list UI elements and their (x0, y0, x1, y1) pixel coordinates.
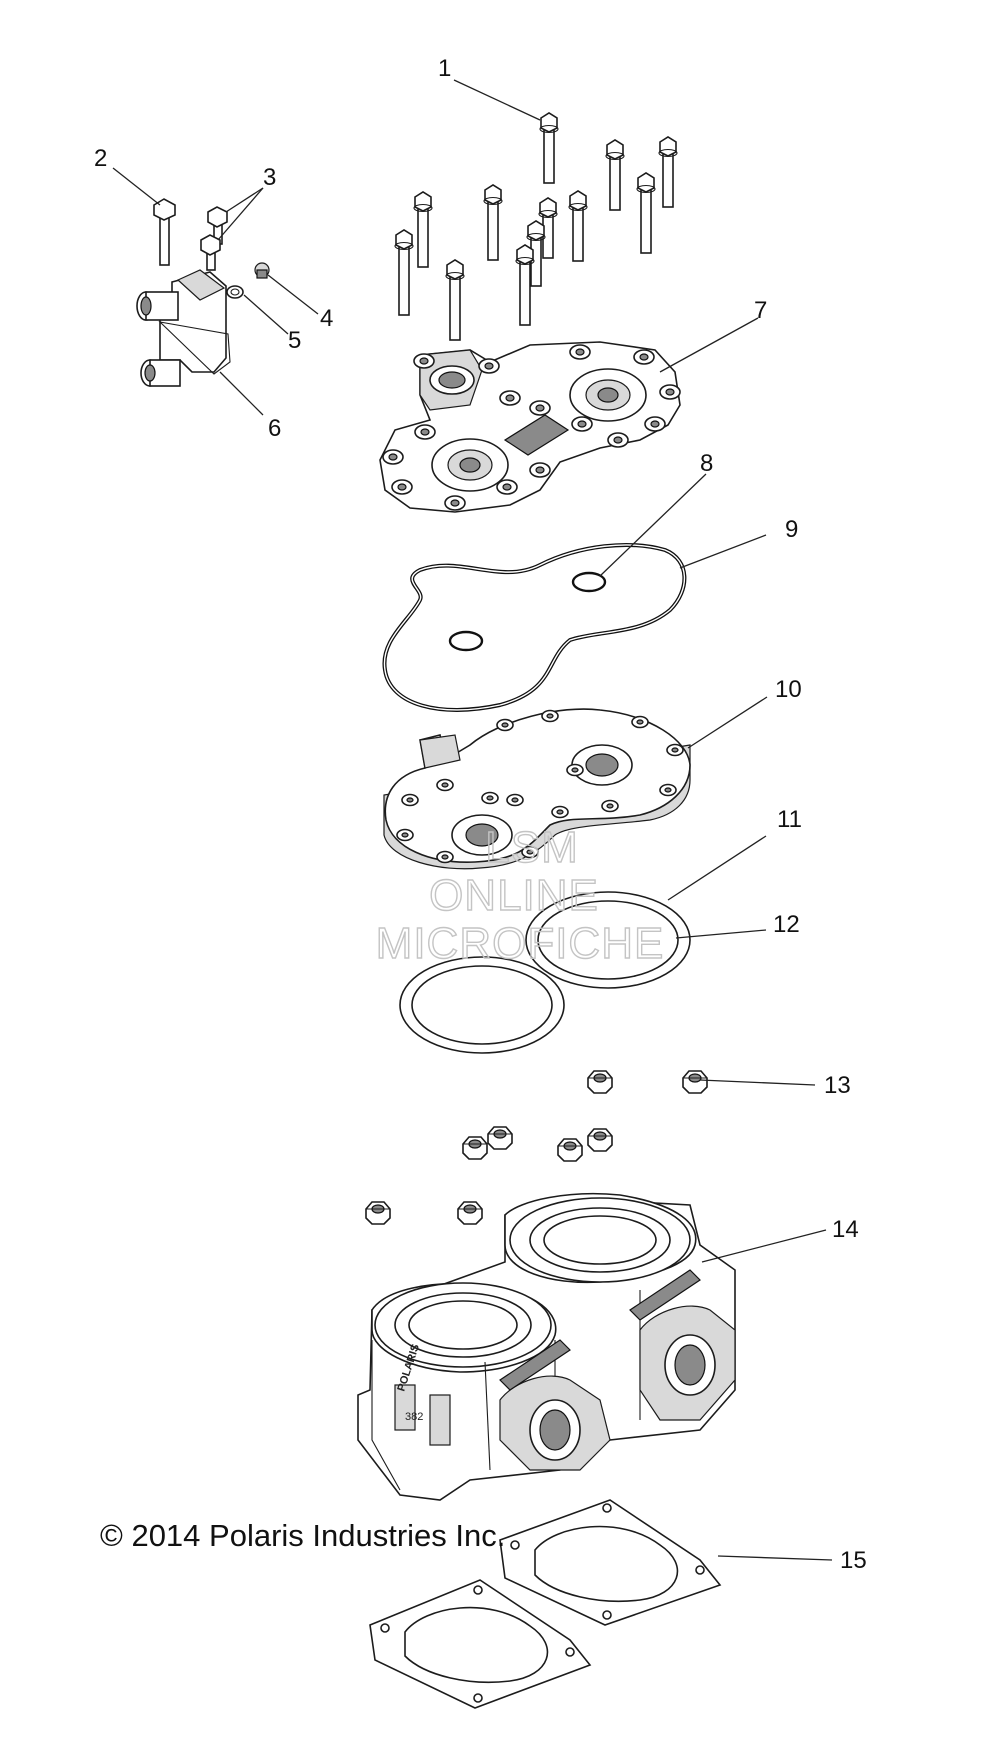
head-o-ring-gasket (382, 543, 687, 712)
fitting-plug (254, 262, 270, 279)
cover-bolt-bosses (382, 344, 681, 511)
callout-1: 1 (438, 55, 451, 82)
outlet-bolt-long (153, 198, 176, 266)
cylinder-nut (487, 1126, 513, 1150)
base-gasket-right (499, 1499, 722, 1626)
cylinder-nut (682, 1070, 708, 1094)
head-bolt (483, 184, 503, 261)
head-bolt (539, 112, 559, 184)
callout-8: 8 (700, 450, 713, 477)
cylinder-nut (587, 1128, 613, 1152)
head-cover (379, 341, 681, 513)
head-bolt (445, 259, 465, 341)
cylinder-nut (457, 1201, 483, 1225)
callout-14: 14 (832, 1216, 859, 1243)
watermark-line-3: MICROFICHE (376, 919, 665, 968)
head-bolt (636, 172, 656, 254)
head-bolt (568, 190, 588, 262)
base-gasket-left (369, 1579, 592, 1709)
callout-3: 3 (263, 164, 276, 191)
watermark-line-2: ONLINE (429, 871, 599, 920)
cylinder-nut (557, 1138, 583, 1162)
outlet-bolt-short-b (200, 234, 221, 271)
callout-10: 10 (775, 676, 802, 703)
head-bolts-group (394, 112, 678, 341)
casting-number: 382 (405, 1411, 423, 1423)
head-bolt-bosses (396, 709, 684, 864)
callout-2: 2 (94, 145, 107, 172)
head-bolt (394, 229, 414, 316)
callout-6: 6 (268, 415, 281, 442)
head-gasket-right (525, 891, 691, 989)
copyright-notice: © 2014 Polaris Industries Inc. (100, 1518, 505, 1553)
cylinder-block: POLARIS 382 (357, 1192, 736, 1501)
callout-9: 9 (785, 516, 798, 543)
watermark: LSM ONLINE MICROFICHE (375, 822, 665, 968)
head-bolt (526, 220, 546, 287)
head-bolt (413, 191, 433, 268)
callout-13: 13 (824, 1072, 851, 1099)
callout-11: 11 (777, 806, 802, 833)
leader-lines (112, 79, 833, 1561)
cylinder-nut (587, 1070, 613, 1094)
head-bolt (515, 244, 535, 326)
small-o-ring-left (448, 630, 484, 652)
head-bolt (658, 136, 678, 208)
callout-4: 4 (320, 305, 333, 332)
cylinder-nut (365, 1201, 391, 1225)
callout-7: 7 (754, 297, 767, 324)
cylinder-nut (462, 1136, 488, 1160)
sealing-washer (226, 285, 244, 299)
callout-15: 15 (840, 1547, 867, 1574)
callout-5: 5 (288, 327, 301, 354)
cylinder-head (383, 708, 691, 870)
water-outlet-housing (136, 269, 231, 387)
small-o-ring-right (571, 571, 607, 593)
callout-labels: 1 2 3 4 5 6 7 8 9 10 11 12 13 14 15 (94, 55, 867, 1574)
watermark-line-1: LSM (485, 823, 578, 872)
head-gasket-left (399, 956, 565, 1054)
callout-12: 12 (773, 911, 800, 938)
cylinder-nuts-group (365, 1070, 708, 1225)
head-bolt (605, 139, 625, 211)
